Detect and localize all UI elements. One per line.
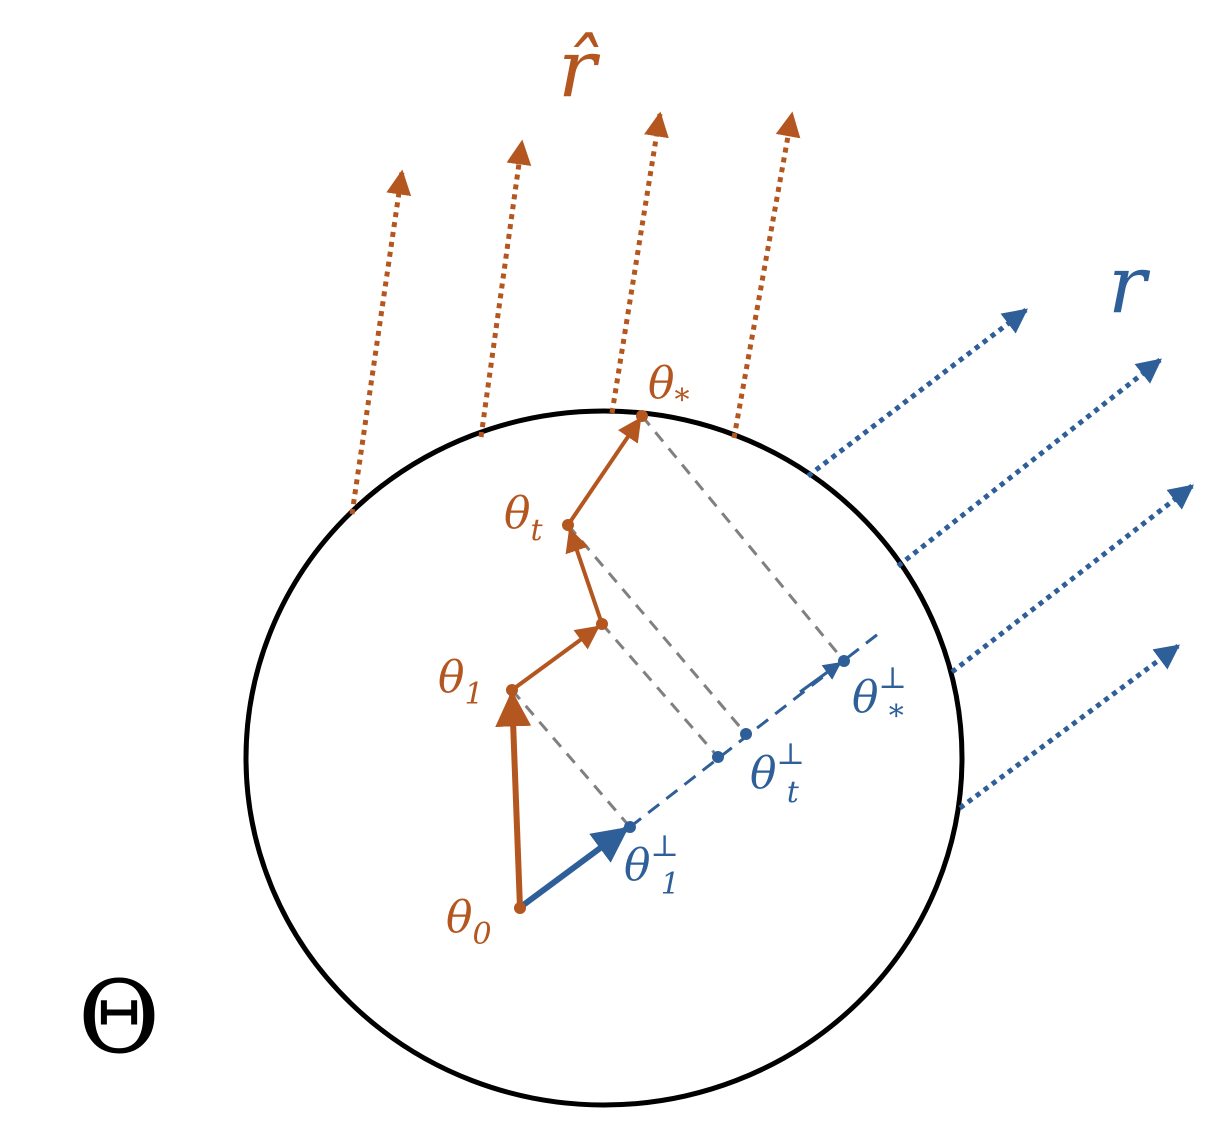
trajectory-points <box>506 410 648 914</box>
theta1-label: θ1 <box>438 652 484 712</box>
space-label: Θ <box>78 959 160 1076</box>
true-reward-arrows <box>806 308 1194 811</box>
thetat-point <box>562 519 574 531</box>
r-arrow <box>958 643 1181 811</box>
projected-intermediate-point <box>712 751 724 763</box>
estimated-reward-arrows <box>349 111 801 515</box>
projection-lines <box>510 415 846 828</box>
projection-line <box>510 689 632 828</box>
r-arrow <box>950 484 1194 674</box>
r-hat-arrow <box>609 111 669 414</box>
theta0-point <box>514 902 526 914</box>
thetat-label: θt <box>504 488 544 548</box>
r-arrow <box>896 358 1162 568</box>
projection-line <box>640 415 846 662</box>
projection-line <box>600 623 720 758</box>
r-hat-label: r̂ <box>558 22 601 115</box>
thetatperp-label: θ⊥t <box>750 737 805 810</box>
theta0-label: θ0 <box>446 892 492 952</box>
thetastarperp-label: θ⊥* <box>852 661 907 734</box>
projected-step-arrow <box>520 826 629 909</box>
projected-points <box>624 655 850 833</box>
optimization-trajectory <box>495 417 642 909</box>
thetatperp-point <box>740 728 752 740</box>
thetastar-label: θ* <box>648 358 690 418</box>
thetastarperp-point <box>838 655 850 667</box>
projection-line <box>566 524 748 735</box>
theta1-point <box>506 684 518 696</box>
theta1perp-label: θ⊥1 <box>624 829 680 902</box>
step-arrow <box>510 625 600 692</box>
r-hat-arrow <box>731 111 801 439</box>
theta1perp-point <box>624 821 636 833</box>
step-arrow <box>566 417 642 527</box>
step-arrow <box>565 527 604 625</box>
intermediate-point <box>596 618 608 630</box>
r-hat-arrow <box>478 139 532 438</box>
parameter-space-circle <box>243 408 965 1108</box>
r-label: r <box>1108 238 1151 331</box>
thetastar-point <box>636 410 648 422</box>
r-arrow <box>806 308 1028 478</box>
projection-axis-arrow <box>799 661 842 694</box>
step-arrow <box>495 690 532 909</box>
r-hat-arrow <box>349 169 412 515</box>
